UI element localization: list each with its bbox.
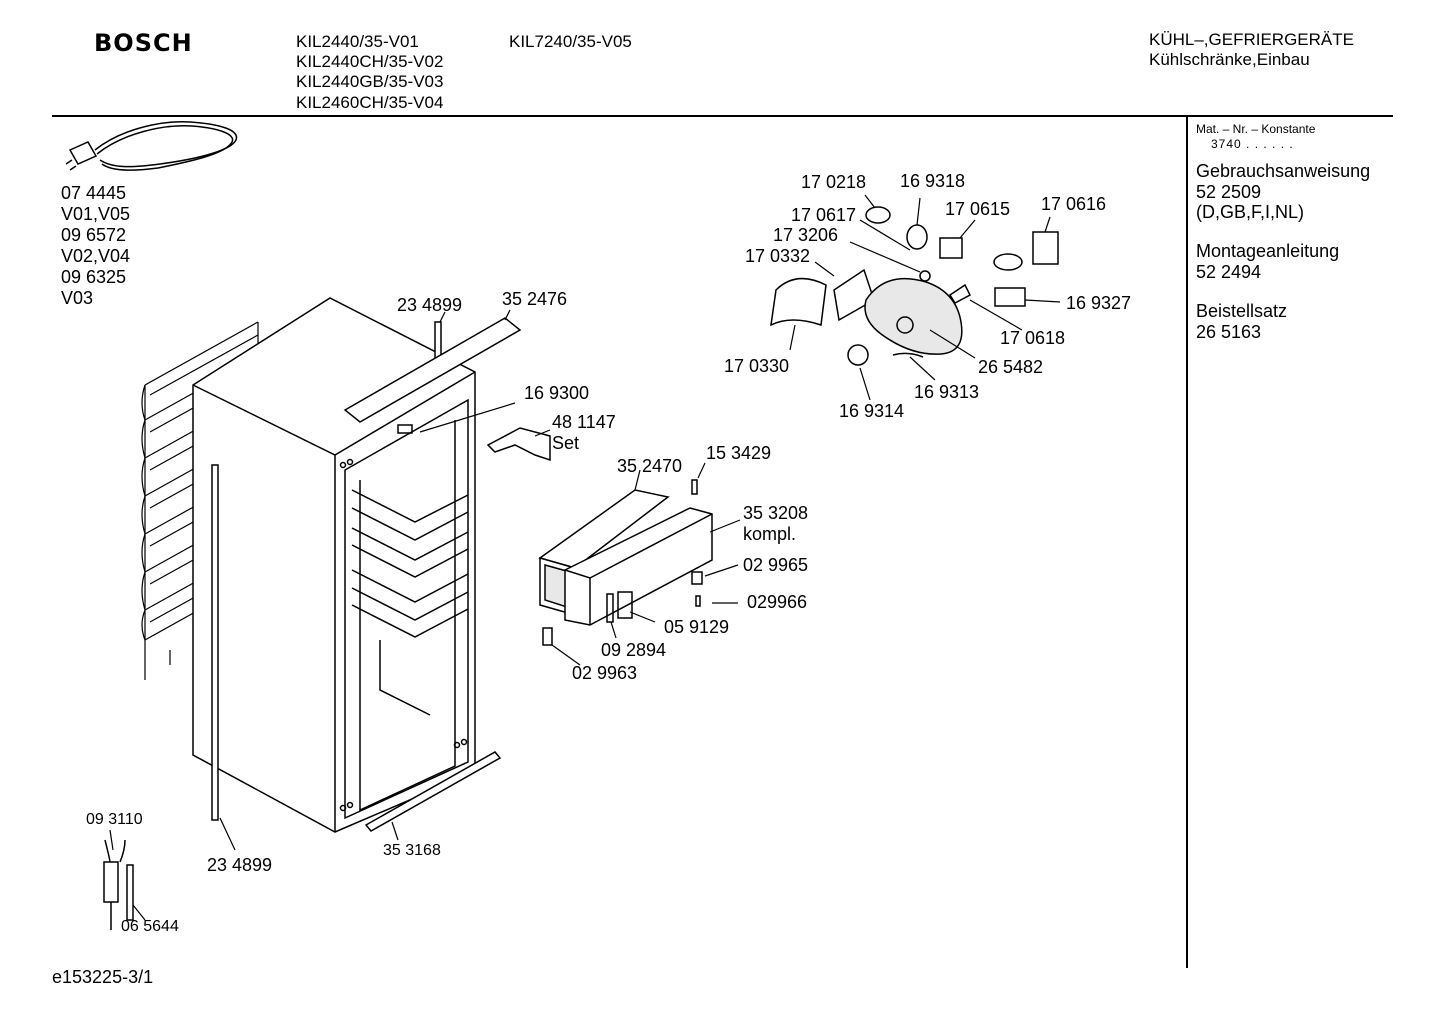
part-label: 06 5644 — [121, 918, 179, 935]
part-label: 17 0330 — [724, 356, 790, 376]
doc-number: 52 2509 — [1196, 182, 1262, 202]
part-label: 17 0616 — [1041, 194, 1107, 214]
part-label: 09 2894 — [601, 640, 667, 660]
category-title: KÜHL–,GEFRIERGERÄTE — [1149, 30, 1354, 49]
part-label: 02 9963 — [572, 663, 638, 683]
part-label: 16 9327 — [1066, 293, 1132, 313]
part-label: 35 3168 — [383, 842, 441, 859]
part-label: 17 0618 — [1000, 328, 1066, 348]
part-label: 16 9318 — [900, 171, 966, 191]
doc-title: Montageanleitung — [1196, 241, 1340, 261]
part-label: 16 9314 — [839, 401, 905, 421]
cord-variant-label: V02,V04 — [61, 246, 131, 266]
cabinet — [192, 297, 522, 833]
doc-title: Beistellsatz — [1196, 301, 1288, 321]
drawing-code: e153225-3/1 — [52, 967, 154, 987]
model-number: KIL2440GB/35-V03 — [296, 72, 444, 91]
part-label: 16 9300 — [524, 383, 590, 403]
part-label: 17 0332 — [745, 246, 811, 266]
leader-lines — [109, 194, 1061, 921]
power-cord — [65, 121, 238, 171]
part-label: 17 0218 — [801, 172, 867, 192]
doc-title: Gebrauchsanweisung — [1196, 161, 1371, 181]
brand-logo: BOSCH — [94, 29, 193, 57]
cord-part-label: 09 6325 — [61, 267, 127, 287]
part-label: 09 3110 — [86, 811, 143, 828]
model-number: KIL2440/35-V01 — [296, 32, 419, 51]
cord-part-label: 09 6572 — [61, 225, 127, 245]
part-label: 26 5482 — [978, 357, 1044, 377]
mat-value: 3740 . . . . . . — [1211, 137, 1294, 151]
mat-label: Mat. – Nr. – Konstante — [1196, 122, 1316, 136]
cord-variant-label: V03 — [61, 288, 94, 308]
part-note: kompl. — [743, 524, 797, 544]
doc-number: 26 5163 — [1196, 322, 1262, 342]
freezer-door — [486, 427, 713, 646]
model-number: KIL2460CH/35-V04 — [296, 93, 444, 112]
part-label: 35 2470 — [617, 456, 683, 476]
part-label: 17 0615 — [945, 199, 1011, 219]
part-label: 029966 — [747, 592, 808, 612]
part-label: 05 9129 — [664, 617, 730, 637]
part-label: 23 4899 — [397, 295, 463, 315]
part-label: 48 1147 — [552, 412, 616, 432]
part-label: 35 3208 — [743, 503, 809, 523]
sensor — [103, 839, 134, 930]
part-label: 35 2476 — [502, 289, 568, 309]
cord-part-label: 07 4445 — [61, 183, 127, 203]
part-label: 17 3206 — [773, 225, 839, 245]
subcategory-title: Kühlschränke,Einbau — [1149, 50, 1310, 69]
part-label: 23 4899 — [207, 855, 273, 875]
cord-variant-label: V01,V05 — [61, 204, 131, 224]
model-number: KIL7240/35-V05 — [509, 32, 632, 51]
part-label: 15 3429 — [706, 443, 772, 463]
part-label: 17 0617 — [791, 205, 857, 225]
doc-number: 52 2494 — [1196, 262, 1262, 282]
part-note: Set — [552, 433, 580, 453]
part-label: 16 9313 — [914, 382, 980, 402]
doc-note: (D,GB,F,I,NL) — [1196, 202, 1305, 222]
part-label: 02 9965 — [743, 555, 809, 575]
model-number: KIL2440CH/35-V02 — [296, 52, 444, 71]
